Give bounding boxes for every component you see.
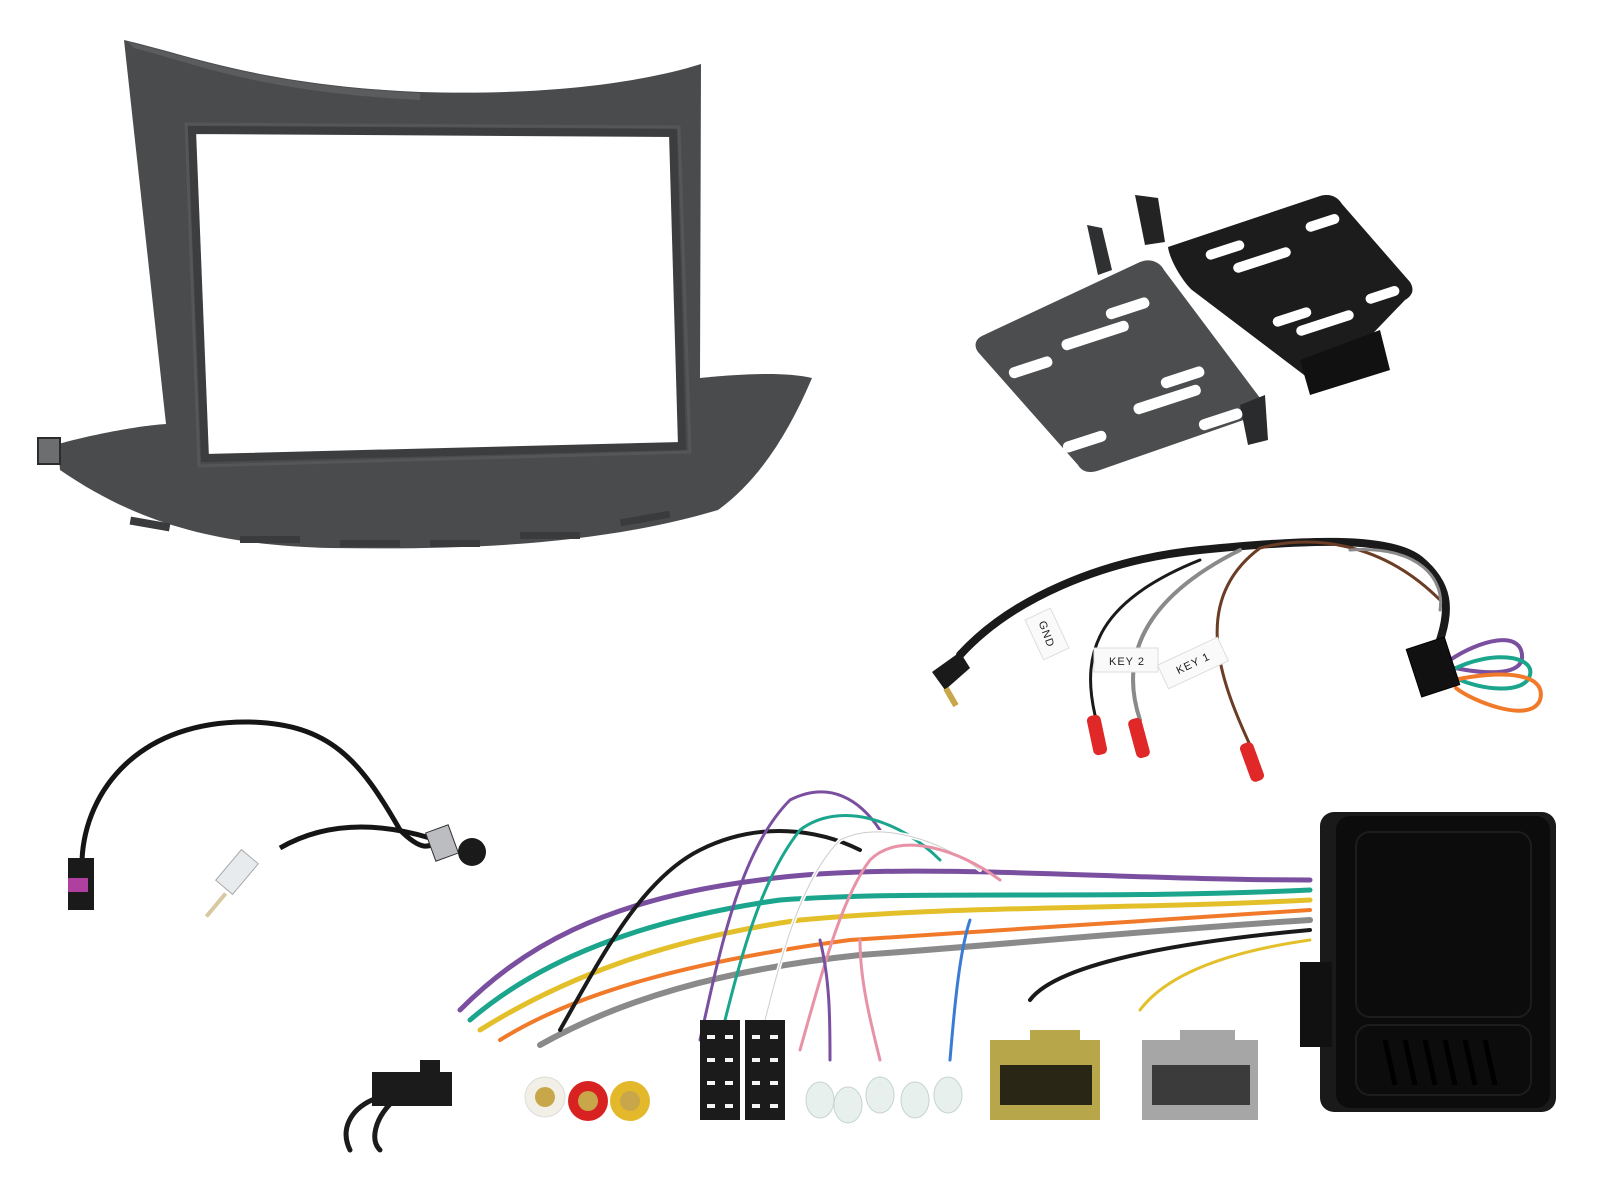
iso-connectors — [700, 1020, 785, 1120]
bracket-right — [1135, 194, 1413, 395]
interface-module — [1300, 812, 1556, 1112]
speaker-connectors — [805, 1076, 963, 1124]
fascia-panel — [37, 40, 812, 549]
wire-label-gnd: GND — [1024, 607, 1070, 661]
svg-text:KEY 2: KEY 2 — [1109, 656, 1145, 668]
vehicle-connector-grey — [1142, 1030, 1258, 1120]
vehicle-connector-olive — [990, 1030, 1100, 1120]
bracket-left — [975, 225, 1268, 473]
wire-label-key2: KEY 2 — [1093, 647, 1159, 673]
steering-patch-lead: GND KEY 2 KEY 1 — [932, 537, 1543, 782]
antenna-adapter — [68, 719, 486, 918]
wiring-harness — [343, 790, 1313, 1153]
rca-plugs — [524, 1076, 650, 1121]
mounting-brackets — [975, 194, 1413, 473]
bullet-connectors — [1086, 714, 1265, 782]
wire-label-key1: KEY 1 — [1156, 636, 1230, 690]
